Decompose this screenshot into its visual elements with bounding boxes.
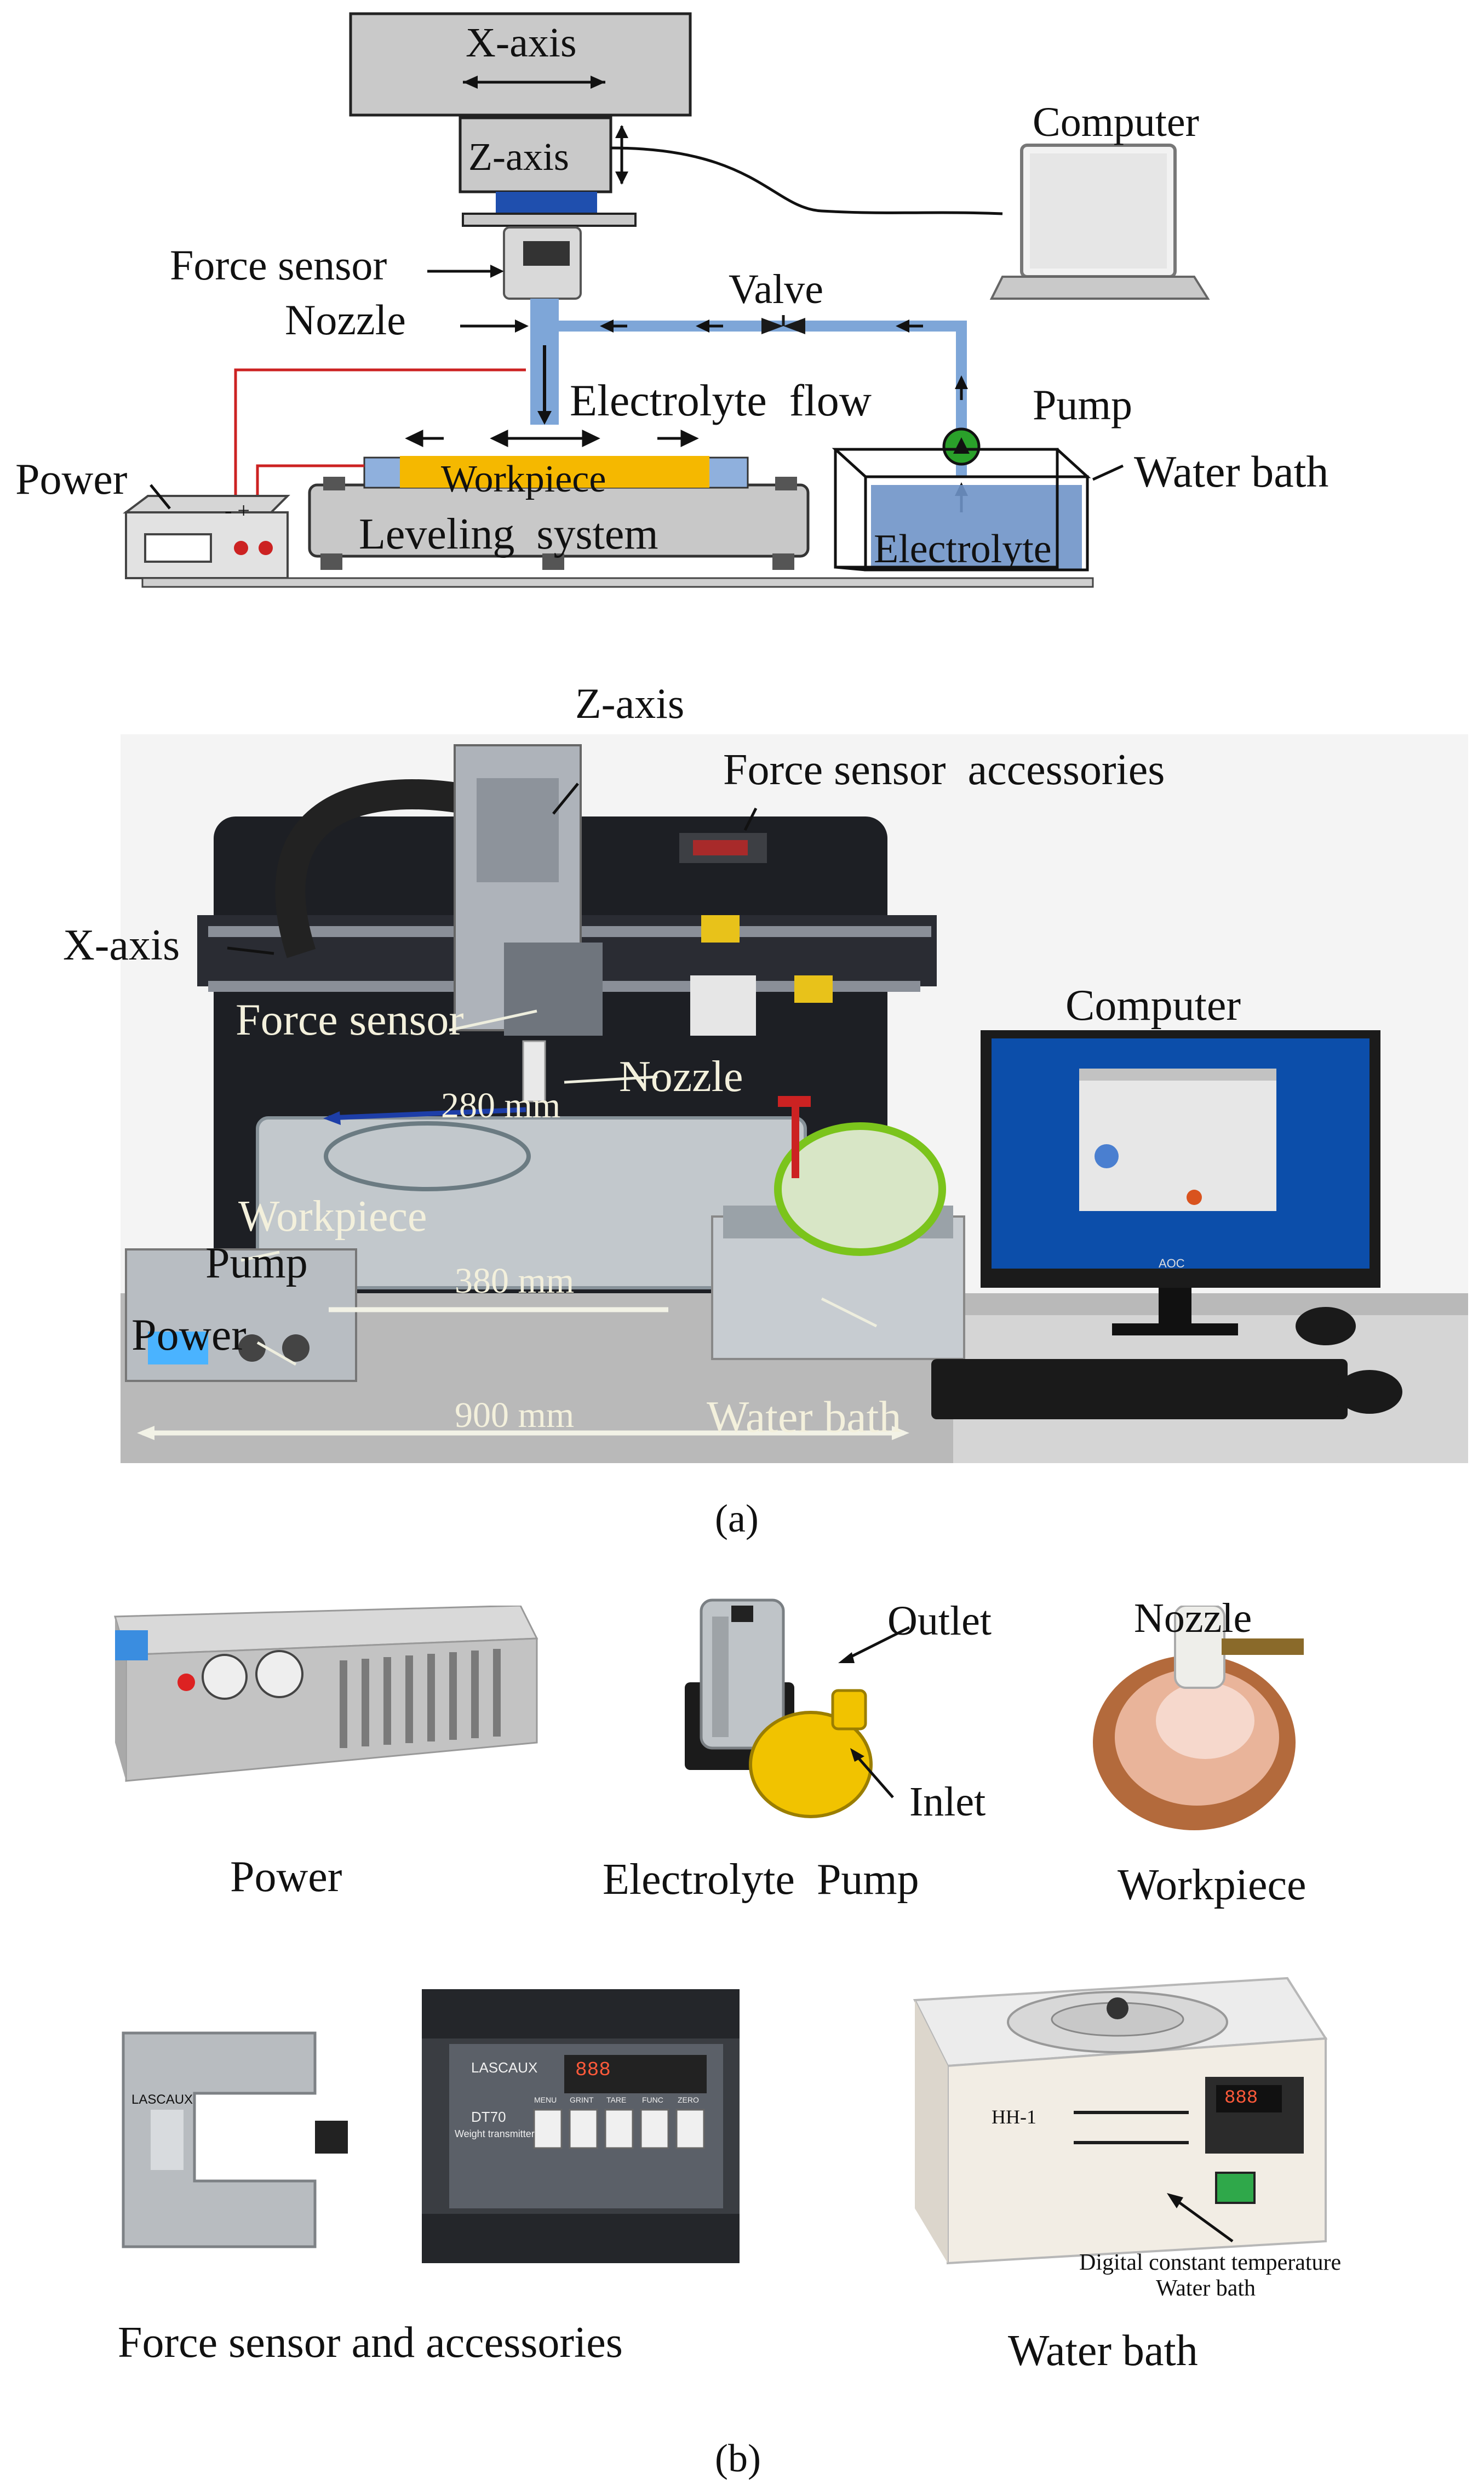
setup-photo (121, 734, 1468, 1463)
transmitter-key-tare: TARE (606, 2095, 627, 2104)
computer-cable (610, 146, 1003, 215)
water-bath-model: HH-1 (992, 2106, 1036, 2128)
photo-force-sensor-accessories-label: Force sensor accessories (723, 746, 1165, 794)
water-bath-box (832, 448, 1091, 572)
component-water-bath-label: Water bath (1008, 2327, 1198, 2375)
component-workpiece-image (1093, 1606, 1304, 1830)
z-axis-box (459, 116, 612, 193)
pump-inlet-label: Inlet (909, 1779, 986, 1825)
transmitter-key-func: FUNC (642, 2095, 663, 2104)
sensor-brand-label: LASCAUX (131, 2092, 193, 2107)
base-line (141, 577, 1094, 588)
transmitter-brand: LASCAUX (471, 2059, 538, 2076)
transmitter-key-menu: MENU (534, 2095, 557, 2104)
schematic-pump-label: Pump (1033, 381, 1133, 429)
transmitter-key-zero: ZERO (678, 2095, 699, 2104)
component-force-sensor-image (122, 2031, 348, 2248)
water-bath-note-line2: Water bath (1156, 2276, 1256, 2301)
schematic-water-bath-label: Water bath (1134, 447, 1329, 496)
electrolyte-flow-pipe (559, 321, 967, 477)
component-force-sensor-label: Force sensor and accessories (118, 2319, 623, 2367)
water-bath-display: 888 (1224, 2088, 1258, 2109)
schematic-z-axis-label: Z-axis (468, 135, 569, 179)
photo-monitor-brand: AOC (1159, 1257, 1185, 1270)
system-schematic (123, 12, 1210, 588)
leveling-system (308, 477, 810, 570)
schematic-leveling-label: Leveling system (359, 510, 658, 558)
schematic-computer-label: Computer (1033, 99, 1199, 145)
component-power-label: Power (230, 1853, 342, 1901)
schematic-valve-label: Valve (729, 266, 824, 312)
transmitter-subtitle: Weight transmitter (455, 2128, 535, 2139)
photo-dim-280-label: 280 mm (441, 1086, 561, 1126)
component-transmitter-image (422, 1989, 740, 2263)
photo-z-axis-label: Z-axis (575, 679, 685, 727)
photo-computer-label: Computer (1065, 981, 1241, 1030)
transmitter-model: DT70 (471, 2109, 506, 2125)
power-supply (123, 495, 290, 579)
photo-dim-900-label: 900 mm (455, 1395, 575, 1435)
x-axis-box (349, 12, 692, 117)
computer-laptop (989, 144, 1210, 300)
component-workpiece-label: Workpiece (1118, 1861, 1307, 1909)
power-wire-positive (234, 368, 526, 499)
schematic-electrolyte-label: Electrolyte (874, 527, 1052, 572)
component-water-bath-image (913, 1977, 1328, 2265)
dimension-arrows (137, 1107, 909, 1440)
pump-outlet-label: Outlet (887, 1598, 992, 1644)
component-power-image (114, 1606, 538, 1782)
photo-water-bath-label: Water bath (707, 1392, 902, 1442)
photo-dim-380-label: 380 mm (455, 1261, 575, 1301)
schematic-nozzle-label: Nozzle (285, 296, 406, 344)
component-pump-label: Electrolyte Pump (603, 1855, 919, 1904)
schematic-power-polarity: - + (225, 498, 250, 523)
schematic-power-label: Power (15, 455, 128, 504)
pump-callouts (838, 1626, 910, 1798)
schematic-force-sensor-label: Force sensor (170, 241, 387, 289)
component-pump-image (685, 1598, 873, 1818)
workpiece-block (400, 456, 709, 488)
caption-a: (a) (715, 1497, 759, 1540)
transmitter-display: 888 (575, 2059, 611, 2081)
photo-x-axis-label: X-axis (63, 921, 180, 969)
photo-pump-label: Pump (205, 1239, 308, 1287)
component-nozzle-label: Nozzle (1134, 1595, 1252, 1641)
schematic-workpiece-label: Workpiece (441, 458, 606, 500)
photo-monitor (981, 1030, 1380, 1335)
schematic-electrolyte-flow-label: Electrolyte flow (570, 375, 872, 425)
transmitter-key-grint: GRINT (570, 2095, 594, 2104)
photo-power-label: Power (131, 1310, 247, 1360)
schematic-x-axis-label: X-axis (466, 20, 577, 66)
photo-force-sensor-label: Force sensor (236, 995, 464, 1044)
photo-workpiece-label: Workpiece (238, 1192, 427, 1241)
caption-b: (b) (715, 2436, 761, 2480)
power-wire-negative (256, 464, 364, 501)
water-bath-note-line1: Digital constant temperature (1079, 2250, 1342, 2275)
valve-icon (761, 315, 805, 334)
photo-nozzle-label: Nozzle (619, 1053, 743, 1101)
